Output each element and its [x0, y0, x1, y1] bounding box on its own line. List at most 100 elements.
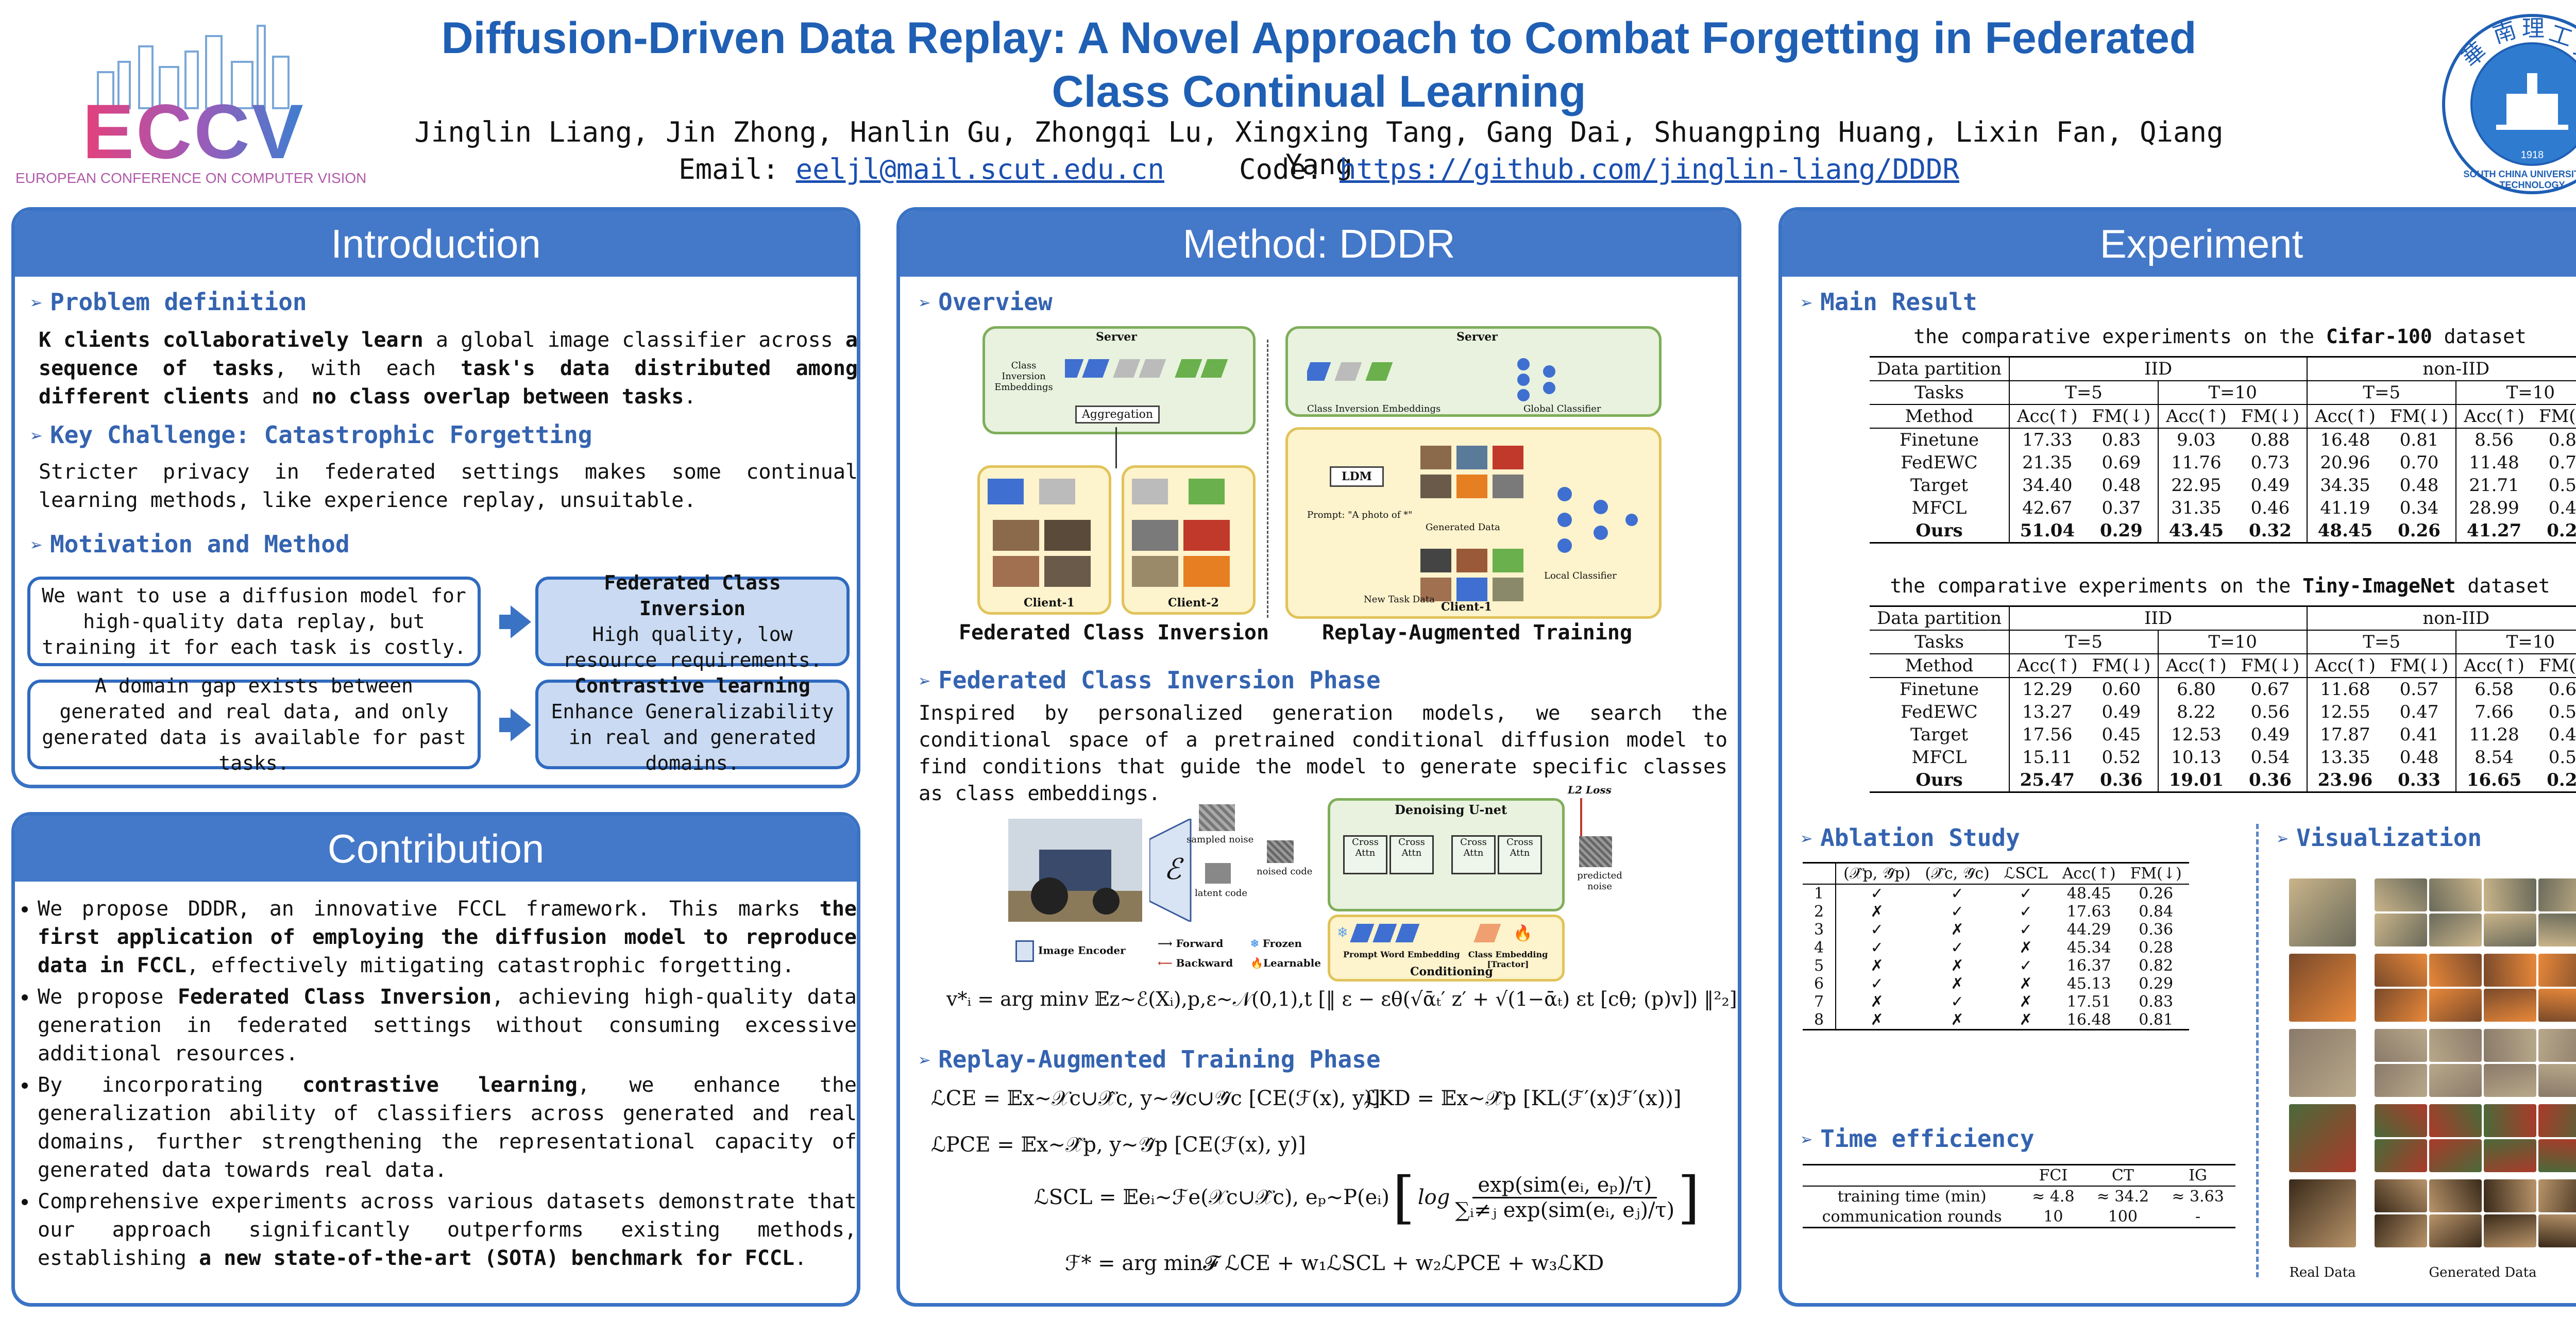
table-cell: 13.35 [2320, 747, 2370, 768]
table-cell: ≈ 34.2 [2085, 1186, 2161, 1207]
table-cell: Target [1870, 723, 2010, 746]
table-cell: 0.75 [2548, 452, 2576, 473]
table-header-cell: ℒSCL [1996, 862, 2055, 884]
table-cell: 8.56 [2456, 428, 2532, 451]
table-cell: 0.51 [2548, 747, 2576, 768]
table-cell: 10 [2021, 1207, 2086, 1228]
table-cell: ✓ [2019, 921, 2032, 939]
table-cell: 12.29 [2009, 677, 2085, 701]
svg-text:🔥: 🔥 [1513, 924, 1532, 942]
generated-image-thumbnail [2484, 878, 2536, 911]
prompt-label: Prompt: "A photo of *" [1307, 510, 1413, 520]
fci-client1-label: Client-1 [1024, 596, 1075, 610]
table-cell: 0.36 [2084, 769, 2159, 793]
svg-text:理: 理 [2522, 15, 2545, 42]
table-cell: 0.57 [2382, 677, 2457, 701]
table-cell: 43.45 [2158, 519, 2234, 544]
generated-image-thumbnail [2375, 1139, 2427, 1172]
university-seal-icon: 華 南 理 工 大 學 [2442, 14, 2576, 194]
table-cell: 0.45 [2084, 723, 2159, 746]
table-cell: 9.03 [2158, 428, 2234, 451]
overview-heading: ➢Overview [919, 288, 1053, 316]
class-embedding-label: Class Embedding [Tractor] [1468, 950, 1548, 969]
table-cell: 0.36 [2139, 921, 2174, 939]
snowflake-icon: ❄ [1250, 937, 1263, 950]
table-cell: 42.67 [2022, 498, 2073, 518]
l2-loss-label: L2 Loss [1568, 784, 1612, 796]
real-image-thumbnail [2289, 1104, 2356, 1172]
table-cell: 0.47 [2382, 701, 2457, 723]
class-inversion-equation: v*ᵢ = arg min𝑣 𝔼z∼ℰ(Xᵢ),p,ε∼𝒩(0,1),t [‖ … [946, 988, 1737, 1010]
code-link[interactable]: https://github.com/jinglin-liang/DDDR [1340, 153, 1959, 185]
table-cell: 0.67 [2233, 677, 2308, 701]
table-cell: 17.87 [2320, 724, 2370, 745]
forward-arrow-icon: ⟶ [1158, 937, 1176, 950]
forward-legend: ⟶ Forward [1158, 937, 1224, 950]
table-cell: 0.36 [2233, 769, 2308, 793]
rat-cie-label: Class Inversion Embeddings [1307, 403, 1441, 414]
chevron-right-icon: ➢ [919, 292, 931, 315]
table-cell: 0.52 [2084, 746, 2159, 769]
noised-code-box [1267, 840, 1294, 863]
table-cell: 11.28 [2469, 724, 2519, 745]
table-cell: 20.96 [2320, 452, 2370, 473]
new-task-data-label: New Task Data [1364, 594, 1435, 605]
table-cell: 0.27 [2531, 769, 2576, 793]
table-cell: 19.01 [2158, 769, 2234, 793]
table-cell: ✗ [2019, 993, 2032, 1011]
table-header-cell [1803, 1164, 2022, 1186]
table-cell: ✓ [1951, 903, 1964, 921]
generated-image-thumbnail [2375, 1029, 2427, 1062]
table-cell: 10.13 [2171, 747, 2222, 768]
generated-image-thumbnail [2429, 989, 2482, 1022]
real-image-thumbnail [2289, 1029, 2356, 1097]
fire-icon: 🔥 [1250, 957, 1263, 969]
table-cell: 0.85 [2531, 428, 2576, 451]
generated-image-thumbnail [2375, 989, 2427, 1022]
table-cell: 0.81 [2123, 1011, 2189, 1030]
table-header-cell: CT [2085, 1164, 2161, 1186]
table-cell: 48.45 [2307, 519, 2383, 544]
table-cell: ✗ [1918, 1011, 1997, 1030]
motivation-problem-1: We want to use a diffusion model for hig… [27, 577, 481, 666]
kd-loss-equation: ℒKD = 𝔼x∼𝒳̂p [KL(ℱ′(x)ℱ′(x))] [1364, 1087, 1682, 1110]
scl-loss-equation: ℒSCL = 𝔼eᵢ∼ℱe(𝒳c∪𝒳̂c), eₚ∼P(eᵢ) [ log ex… [1034, 1164, 1700, 1230]
table-cell: 1 [1803, 884, 1837, 903]
table-cell: 100 [2085, 1207, 2161, 1228]
table-cell: 0.37 [2084, 497, 2159, 519]
generated-image-thumbnail [2375, 1104, 2427, 1137]
table-cell: ≈ 3.63 [2160, 1186, 2235, 1207]
table-cell: ✗ [1951, 957, 1964, 975]
table-cell: FedEWC [1870, 701, 2010, 723]
table-cell: 5 [1803, 957, 1837, 975]
frozen-legend: ❄ Frozen [1250, 937, 1302, 950]
predicted-noise-box [1579, 836, 1612, 867]
chevron-right-icon: ➢ [919, 670, 931, 694]
fci-phase-text: Inspired by personalized generation mode… [919, 702, 1727, 805]
rat-server-blocks-icon [1307, 358, 1555, 401]
table-cell: 0.49 [2233, 474, 2308, 497]
email-link[interactable]: eeljl@mail.scut.edu.cn [795, 153, 1164, 185]
cross-attn-block: Cross Attn [1451, 835, 1496, 874]
local-classifier-label: Local Classifier [1544, 570, 1617, 581]
table-cell: 0.48 [2382, 474, 2457, 497]
motivation-heading: ➢Motivation and Method [30, 530, 350, 558]
table-cell: 51.04 [2009, 519, 2085, 544]
embedding-blocks-icon [1065, 359, 1228, 378]
generated-image-thumbnail [2429, 914, 2482, 946]
contribution-item: We propose Federated Class Inversion, ac… [38, 983, 857, 1068]
table-cell: 0.84 [2139, 903, 2174, 921]
table-cell: ✗ [1870, 903, 1884, 921]
real-image-thumbnail [2289, 954, 2356, 1022]
eccv-conference-name: EUROPEAN CONFERENCE ON COMPUTER VISION [15, 170, 367, 186]
chevron-right-icon: ➢ [1801, 827, 1814, 851]
visualization-heading: ➢Visualization [2277, 824, 2482, 852]
